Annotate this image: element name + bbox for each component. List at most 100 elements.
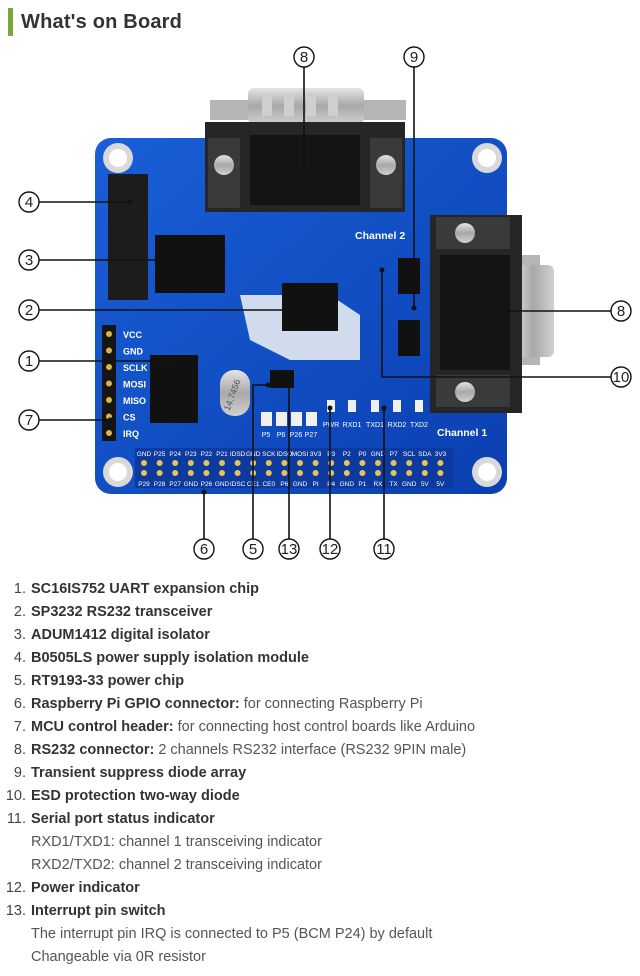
gpio-pin [359,470,366,476]
gpio-pin [297,470,303,476]
callout-number: 10 [613,369,630,386]
callout-dot [477,308,483,314]
gpio-pin [328,470,335,476]
callout-number: 3 [25,252,33,269]
legend-item: 5.RT9193-33 power chip [0,670,640,693]
legend-number: 13. [5,903,26,919]
callout-circle [18,350,40,372]
gpio-top-label: P22 [201,451,213,458]
callout-dot [381,405,387,411]
gpio-pin [406,460,413,466]
callout-circle [278,538,300,560]
gpio-bottom-label: GND [402,481,417,488]
legend-name: MCU control header: [31,719,174,735]
legend-number: 11. [6,811,26,827]
gpio-top-label: SCK [262,451,276,458]
header-pin-label: SCLK [123,363,148,373]
gpio-bottom-label: GND [293,481,308,488]
header-pin-label: GND [123,347,144,357]
jumper-pad [291,412,302,426]
legend-item: 1.SC16IS752 UART expansion chip [0,578,640,601]
legend-item: 8.RS232 connector: 2 channels RS232 inte… [0,739,640,762]
legend-number: 9. [13,765,26,781]
gpio-top-label: IDSO [276,451,292,458]
gpio-bottom-label: P4 [327,481,335,488]
gpio-pin [234,460,241,466]
gpio-pin [219,460,225,466]
callout-dot [265,382,271,388]
legend-name: Interrupt pin switch [31,903,166,919]
callout-dot [411,305,417,311]
gpio-top-label: P0 [358,451,366,458]
gpio-bottom-label: TX [389,481,398,488]
led-label: PWR [323,422,339,429]
callout-dot [301,167,307,173]
legend-subline: Changeable via 0R resistor [31,949,206,965]
callout-dot [127,199,133,205]
callout-dot [201,489,207,495]
callout-number: 1 [25,353,33,370]
page-title: What's on Board [21,10,183,33]
callout-dot [175,358,181,364]
gpio-top-label: 3V3 [310,451,322,458]
gpio-pin [312,460,319,466]
adum1412-chip [155,235,225,293]
sc16is752-chip [150,355,198,423]
gpio-pin [203,470,210,476]
gpio-top-label: MOSI [292,451,309,458]
gpio-pin [421,460,428,466]
callout-number: 12 [322,541,339,558]
gpio-bottom-label: CE0 [262,481,275,488]
led-icon [415,400,423,412]
gpio-pin [406,470,413,476]
db9-connector-top [205,88,406,212]
legend-number: 1. [13,581,26,597]
gpio-bottom-label: RX [373,481,383,488]
callout-dot [195,257,201,263]
gpio-pin [219,470,225,476]
callout-circle [18,249,40,271]
legend-item: 2.SP3232 RS232 transceiver [0,601,640,624]
led-label: RXD2 [388,422,407,429]
tvs-diode-array [398,258,420,294]
gpio-top-label: P24 [169,451,181,458]
gpio-holes [141,460,444,476]
jumper-label: P26 [290,432,303,439]
callout-circle [242,538,264,560]
gpio-bottom-label: GND [215,481,230,488]
gpio-bottom-label: P1 [358,481,366,488]
legend-desc: for connecting host control boards like … [173,719,476,735]
section-header: What's on Board [8,8,182,36]
gpio-pin [281,460,288,466]
legend-name: ADUM1412 digital isolator [31,627,210,643]
header-pin [106,331,112,337]
db9-connector-right [430,215,554,413]
gpio-top-label: GND [371,451,386,458]
sp3232-chip [282,283,338,331]
legend-name: B0505LS power supply isolation module [31,650,309,666]
jumper-label: P5 [262,432,271,439]
gpio-pin [234,470,241,476]
legend-name: Raspberry Pi GPIO connector: [31,696,240,712]
gpio-bottom-label: P28 [154,481,166,488]
gpio-pin [328,460,335,466]
isolation-module [108,174,148,300]
callout-number: 7 [25,412,33,429]
gpio-top-label: P23 [185,451,197,458]
header-accent-bar [8,8,13,36]
gpio-pin [343,470,350,476]
header-pin-label: CS [123,413,136,423]
callout-circle [18,191,40,213]
gpio-pin [312,470,319,476]
callout-number: 6 [200,541,208,558]
legend-item: 3.ADUM1412 digital isolator [0,624,640,647]
led-label: TXD1 [366,422,384,429]
gpio-top-label: P7 [390,451,398,458]
callout-dot [107,417,113,423]
gpio-top-label: P2 [343,451,351,458]
jumper-label: P27 [305,432,318,439]
